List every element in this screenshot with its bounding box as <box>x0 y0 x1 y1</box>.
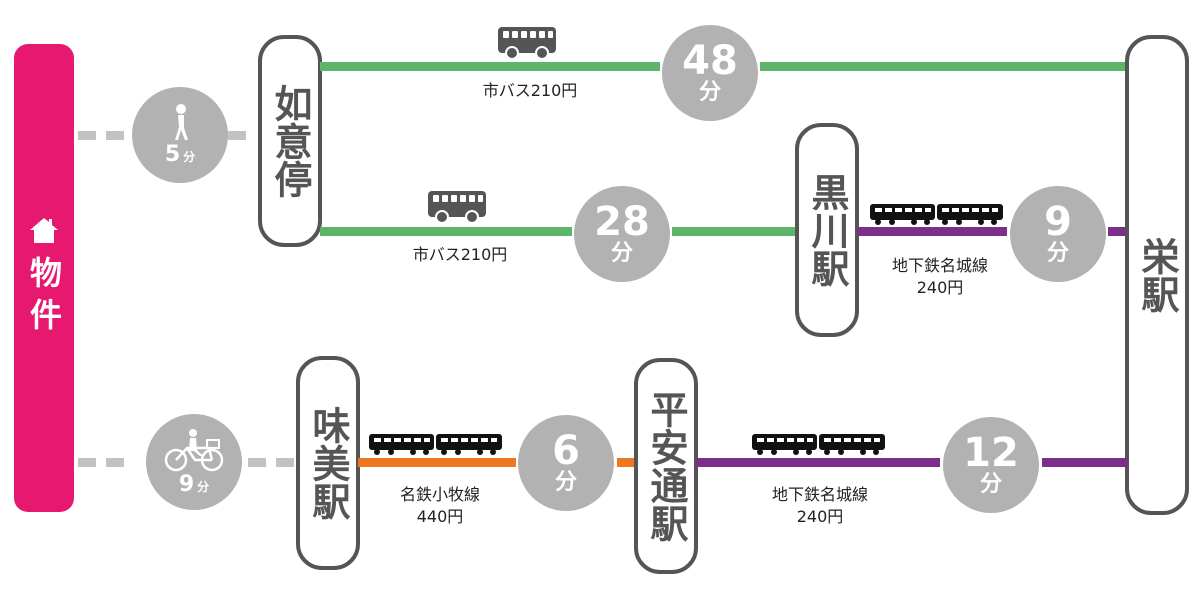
bus-icon <box>498 27 556 60</box>
station-kurokawa-label: 黒川駅 <box>805 173 849 287</box>
komaki-label: 名鉄小牧線 440円 <box>365 484 515 528</box>
train-icon <box>752 434 885 455</box>
bus-mid-time-circle: 28 分 <box>574 186 670 282</box>
walking-person-icon <box>175 103 188 140</box>
subway-heiando-label: 地下鉄名城線 240円 <box>735 484 905 528</box>
station-nyoi[interactable]: 如意停 <box>258 35 322 247</box>
komaki-unit: 分 <box>554 470 577 495</box>
komaki-line-name: 名鉄小牧線 <box>399 485 480 504</box>
subway-kurokawa-minutes: 9 <box>1044 199 1072 245</box>
station-nyoi-label: 如意停 <box>268 84 312 198</box>
subway-kurokawa-unit: 分 <box>1046 241 1069 266</box>
station-ajima-label: 味美駅 <box>306 406 350 520</box>
bike-time-circle: 9 分 <box>146 414 242 510</box>
train-icon <box>870 204 1003 225</box>
bus-top-label: 市バス210円 <box>482 81 578 100</box>
subway-kurokawa-line: 地下鉄名城線 <box>891 256 988 275</box>
subway-line-kurokawa-right <box>1108 227 1130 236</box>
property-block: 物件 <box>14 44 74 512</box>
komaki-minutes: 6 <box>552 428 580 474</box>
subway-line-heiando-left <box>696 458 940 467</box>
walk-minutes: 5 <box>164 141 181 167</box>
subway-line-heiando-right <box>1042 458 1128 467</box>
komaki-line-left <box>358 458 516 467</box>
property-label: 物件 <box>25 256 63 340</box>
station-ajima[interactable]: 味美駅 <box>296 356 360 570</box>
station-heiando-label: 平安通駅 <box>644 390 688 542</box>
bike-minutes: 9 <box>178 471 195 497</box>
subway-heiando-minutes: 12 <box>963 430 1019 476</box>
station-sakae-label: 栄駅 <box>1135 237 1179 313</box>
bus-top-minutes: 48 <box>682 38 738 84</box>
bicycle-icon <box>164 428 224 471</box>
subway-kurokawa-fare: 240円 <box>916 278 964 297</box>
bike-unit: 分 <box>197 479 210 494</box>
subway-heiando-line: 地下鉄名城線 <box>771 485 868 504</box>
bus-top-unit: 分 <box>698 80 721 105</box>
bus-line-top-right <box>760 62 1128 71</box>
bus-line-mid-right <box>672 227 798 236</box>
bus-mid-unit: 分 <box>610 241 633 266</box>
bus-line-mid-left <box>320 227 572 236</box>
station-sakae[interactable]: 栄駅 <box>1125 35 1189 515</box>
bus-icon <box>428 191 486 224</box>
bus-line-top-left <box>320 62 660 71</box>
subway-heiando-unit: 分 <box>979 472 1002 497</box>
bus-mid-minutes: 28 <box>594 199 650 245</box>
subway-heiando-time-circle: 12 分 <box>943 417 1039 513</box>
house-icon <box>30 218 58 243</box>
walk-unit: 分 <box>183 149 196 164</box>
station-kurokawa[interactable]: 黒川駅 <box>795 123 859 337</box>
komaki-line-right <box>617 458 637 467</box>
subway-kurokawa-time-circle: 9 分 <box>1010 186 1106 282</box>
bus-mid-label: 市バス210円 <box>412 245 508 264</box>
train-icon <box>369 434 502 455</box>
walk-time-circle: 5 分 <box>132 87 228 183</box>
subway-kurokawa-label: 地下鉄名城線 240円 <box>855 255 1025 299</box>
bus-top-time-circle: 48 分 <box>662 25 758 121</box>
station-heiando[interactable]: 平安通駅 <box>634 358 698 574</box>
subway-line-kurokawa-left <box>857 227 1007 236</box>
subway-heiando-fare: 240円 <box>796 507 844 526</box>
komaki-time-circle: 6 分 <box>518 415 614 511</box>
komaki-fare: 440円 <box>416 507 464 526</box>
